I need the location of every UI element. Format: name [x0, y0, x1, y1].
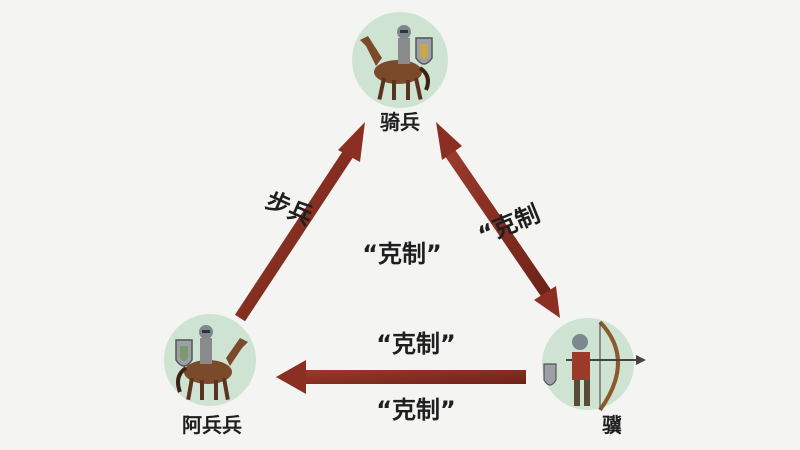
horseman-icon [175, 325, 248, 401]
edge-bottom-upper-label: “克制” [376, 330, 456, 358]
arrow-right-to-left [276, 360, 526, 394]
arrow-left-to-top [234, 122, 365, 322]
cavalry-icon [360, 25, 433, 100]
arrow-top-to-right [436, 122, 560, 318]
edge-bottom-lower-label: “克制” [376, 396, 456, 424]
node-left: 阿兵兵 [164, 314, 256, 437]
node-right-label: 骥 [602, 413, 622, 437]
node-right: 骥 [542, 318, 646, 437]
edge-center-label: “克制” [362, 240, 442, 268]
node-top: 骑兵 [352, 12, 448, 134]
node-left-label: 阿兵兵 [182, 413, 242, 437]
archer-icon [543, 320, 646, 412]
node-top-label: 骑兵 [380, 110, 420, 134]
